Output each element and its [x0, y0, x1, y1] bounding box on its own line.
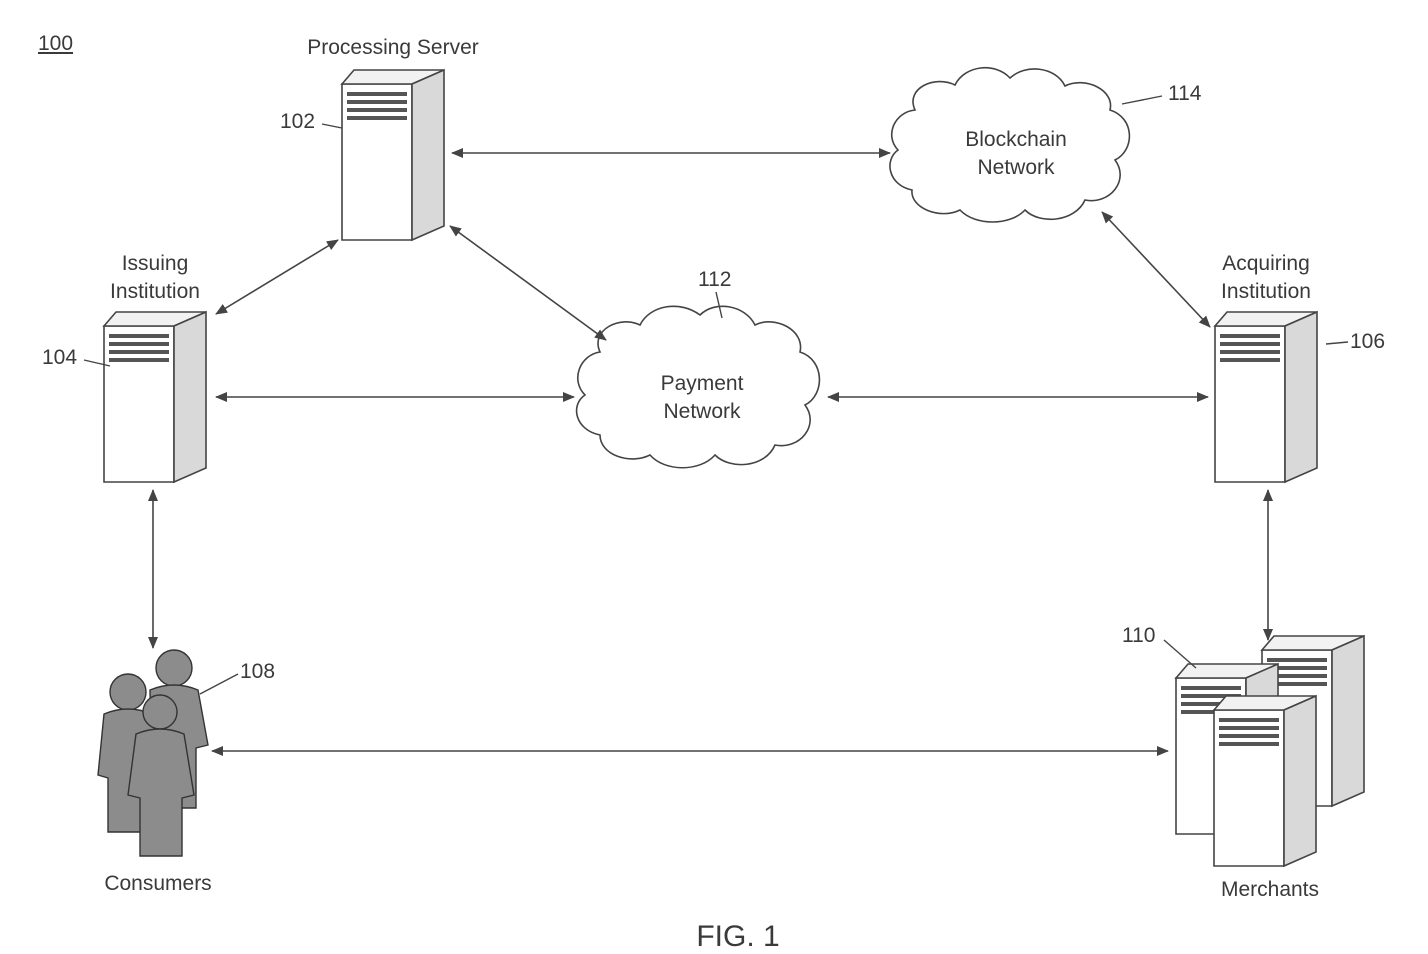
issuing-institution-label-line2: Institution: [110, 278, 200, 306]
processing-server-icon: [342, 70, 444, 240]
merchants-label: Merchants: [1221, 876, 1319, 904]
consumers-label: Consumers: [104, 870, 211, 898]
consumers-ref: 108: [240, 658, 275, 686]
issuing-institution-ref: 104: [42, 344, 77, 372]
merchants-ref: 110: [1122, 622, 1155, 650]
acquiring-institution-label-line2: Institution: [1221, 278, 1311, 306]
acquiring-institution-ref: 106: [1350, 328, 1385, 356]
issuing-institution-server-icon: [104, 312, 206, 482]
blockchain-network-label-line1: Blockchain: [965, 126, 1067, 154]
figure-ref-number: 100: [38, 30, 73, 58]
processing-server-label: Processing Server: [307, 34, 479, 62]
consumers-people-icon: [98, 650, 208, 856]
blockchain-network-label-line2: Network: [977, 154, 1054, 182]
payment-network-label-line1: Payment: [661, 370, 744, 398]
payment-network-ref: 112: [698, 266, 731, 294]
link-blockchain-acquiring: [1102, 212, 1210, 327]
blockchain-network-ref: 114: [1168, 80, 1201, 108]
issuing-institution-label-line1: Issuing: [122, 250, 189, 278]
figure-caption: FIG. 1: [696, 920, 779, 954]
payment-network-label-line2: Network: [663, 398, 740, 426]
link-server-payment: [450, 226, 606, 340]
link-server-issuing: [216, 240, 338, 314]
acquiring-institution-server-icon: [1215, 312, 1317, 482]
merchants-servers-icon: [1176, 636, 1364, 866]
acquiring-institution-label-line1: Acquiring: [1222, 250, 1310, 278]
processing-server-ref: 102: [280, 108, 315, 136]
